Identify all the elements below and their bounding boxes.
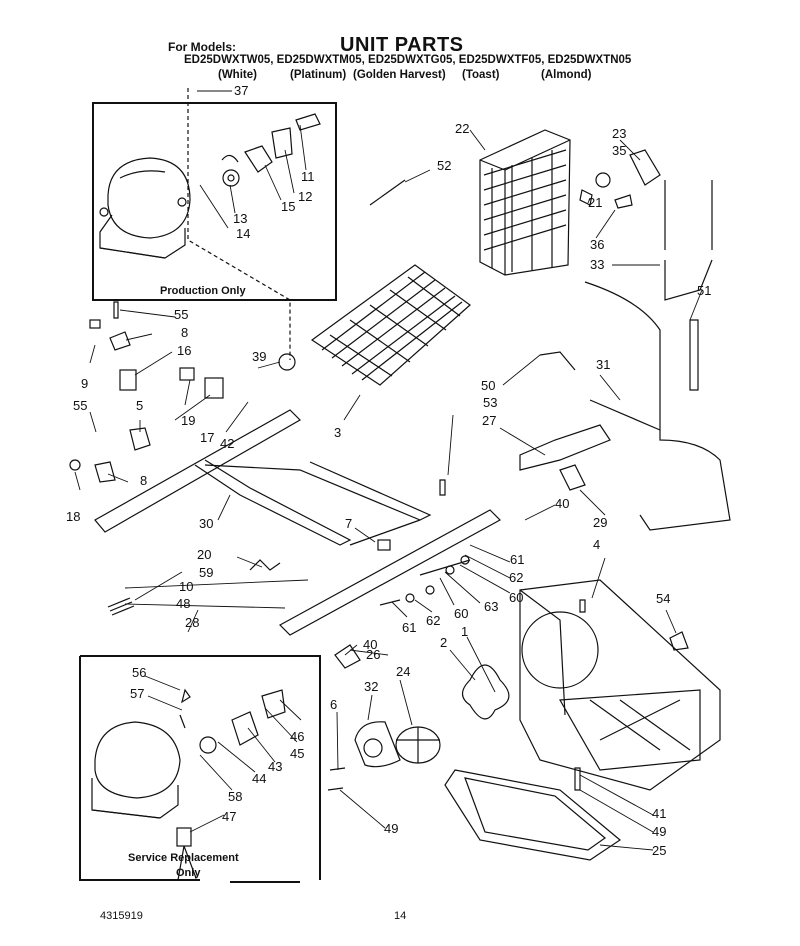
callout-47: 47 (222, 809, 237, 824)
callout-63: 63 (484, 599, 499, 614)
callout-33: 33 (590, 257, 605, 272)
callout-21: 21 (588, 195, 603, 210)
service-replacement-label: Service Replacement (128, 852, 239, 864)
callout-37: 37 (234, 83, 249, 98)
drain-pan (444, 769, 622, 861)
callout-62: 62 (426, 613, 441, 628)
callout-52: 52 (437, 158, 452, 173)
callout-60: 60 (509, 590, 524, 605)
condenser-coil (310, 264, 471, 386)
fan-motor-assembly (354, 664, 510, 768)
leader-dashed-production (187, 88, 291, 360)
callout-42: 42 (220, 436, 235, 451)
overload-relay-production (221, 113, 321, 187)
callout-51: 51 (697, 283, 712, 298)
callout-25: 25 (652, 843, 667, 858)
overload-relay-service (181, 688, 286, 754)
callout-1: 1 (461, 624, 469, 639)
callout-61: 61 (510, 552, 525, 567)
callout-18: 18 (66, 509, 81, 524)
callout-46: 46 (290, 729, 305, 744)
callout-8: 8 (140, 473, 148, 488)
callout-30: 30 (199, 516, 214, 531)
compressor-service (91, 721, 197, 881)
callout-26: 26 (366, 647, 381, 662)
callout-3: 3 (334, 425, 342, 440)
callout-32: 32 (364, 679, 379, 694)
callout-7: 7 (345, 516, 353, 531)
production-only-label: Production Only (160, 285, 246, 297)
document-number: 4315919 (100, 910, 143, 922)
color-almond: (Almond) (541, 69, 592, 81)
base-frame (94, 409, 501, 636)
callout-28: 28 (185, 615, 200, 630)
color-golden-harvest: (Golden Harvest) (353, 69, 446, 81)
color-white: (White) (218, 69, 257, 81)
callout-17: 17 (200, 430, 215, 445)
color-platinum: (Platinum) (290, 69, 347, 81)
callout-29: 29 (593, 515, 608, 530)
callout-2: 2 (440, 635, 448, 650)
small-hardware (69, 149, 689, 791)
fan-bracket (519, 579, 721, 791)
callout-35: 35 (612, 143, 627, 158)
callout-45: 45 (290, 746, 305, 761)
callout-31: 31 (596, 357, 611, 372)
callout-12: 12 (298, 189, 313, 204)
color-toast: (Toast) (462, 69, 500, 81)
callout-36: 36 (590, 237, 605, 252)
callout-22: 22 (455, 121, 470, 136)
callout-40: 40 (363, 637, 378, 652)
leader-lines (74, 90, 703, 851)
page-number: 14 (394, 910, 407, 922)
callout-49: 49 (652, 824, 667, 839)
callout-41: 41 (652, 806, 667, 821)
callout-39: 39 (252, 349, 267, 364)
callout-5: 5 (136, 398, 144, 413)
callout-9: 9 (81, 376, 89, 391)
callout-6: 6 (330, 697, 338, 712)
callout-54: 54 (656, 591, 671, 606)
callout-10: 10 (179, 579, 194, 594)
callout-13: 13 (233, 211, 248, 226)
callout-55: 55 (73, 398, 88, 413)
model-numbers: ED25DWXTW05, ED25DWXTM05, ED25DWXTG05, E… (184, 54, 632, 66)
callout-53: 53 (483, 395, 498, 410)
production-only-box (92, 102, 337, 301)
callout-56: 56 (132, 665, 147, 680)
callout-48: 48 (176, 596, 191, 611)
callout-15: 15 (281, 199, 296, 214)
callout-44: 44 (252, 771, 267, 786)
callout-58: 58 (228, 789, 243, 804)
for-models-label: For Models: (168, 40, 236, 54)
callout-19: 19 (181, 413, 196, 428)
callout-23: 23 (612, 126, 627, 141)
callout-61: 61 (402, 620, 417, 635)
callout-40: 40 (555, 496, 570, 511)
callout-24: 24 (396, 664, 411, 679)
callout-50: 50 (481, 378, 496, 393)
callout-20: 20 (197, 547, 212, 562)
service-only-label: Only (176, 867, 201, 879)
callout-14: 14 (236, 226, 251, 241)
callout-43: 43 (268, 759, 283, 774)
callout-4: 4 (593, 537, 601, 552)
page-title: UNIT PARTS (340, 34, 464, 56)
evaporator-coil (479, 129, 571, 276)
callout-49: 49 (384, 821, 399, 836)
callout-60: 60 (454, 606, 469, 621)
callout-27: 27 (482, 413, 497, 428)
callout-59: 59 (199, 565, 214, 580)
callout-55: 55 (174, 307, 189, 322)
callout-57: 57 (130, 686, 145, 701)
callout-62: 62 (509, 570, 524, 585)
compressor-production (99, 157, 191, 259)
refrigerant-tubing (584, 180, 731, 531)
callout-11: 11 (301, 169, 315, 184)
callout-8: 8 (181, 325, 189, 340)
service-replacement-box (80, 655, 321, 880)
callout-16: 16 (177, 343, 192, 358)
